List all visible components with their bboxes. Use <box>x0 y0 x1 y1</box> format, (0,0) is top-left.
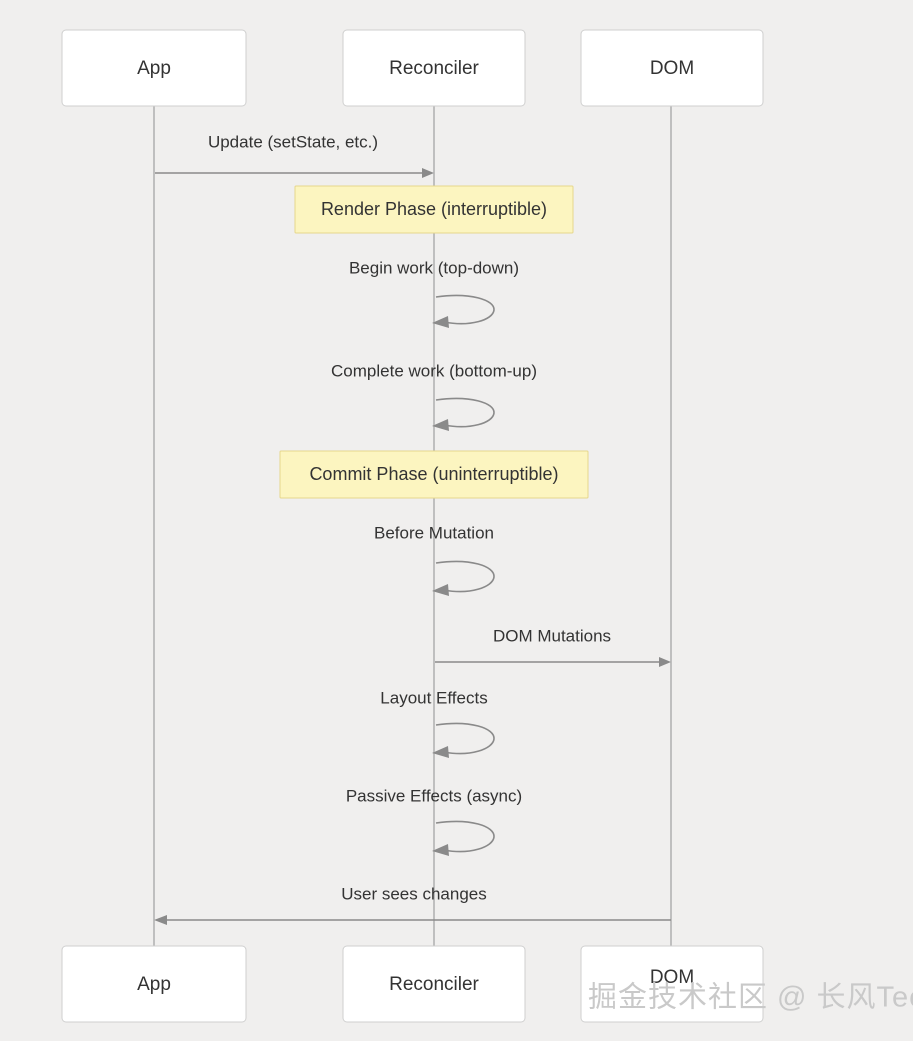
notes-group: Render Phase (interruptible) Commit Phas… <box>279 185 589 499</box>
actor-top-app-label: App <box>137 58 171 79</box>
arrowhead-left-icon <box>432 844 449 856</box>
actor-top-reconciler-label: Reconciler <box>389 58 479 79</box>
message-label-passive-effects: Passive Effects (async) <box>346 786 522 805</box>
message-loop-complete-work <box>435 397 495 428</box>
actor-bottom-reconciler[interactable]: Reconciler <box>342 945 526 1023</box>
arrowhead-left-icon <box>432 584 449 596</box>
message-before-mutation[interactable]: Before Mutation <box>374 523 495 596</box>
message-label-layout-effects: Layout Effects <box>380 688 487 707</box>
actor-bottom-dom-box <box>580 945 764 1023</box>
actor-bottom-reconciler-box <box>342 945 526 1023</box>
messages-group: Update (setState, etc.) Begin work (top-… <box>154 132 671 925</box>
actor-top-app-box <box>61 29 247 107</box>
message-label-before-mutation: Before Mutation <box>374 523 494 542</box>
arrowhead-left-icon <box>432 746 449 758</box>
arrowhead-left-icon <box>432 316 449 328</box>
actor-top-dom-label: DOM <box>650 58 694 79</box>
actor-bottom-app-label: App <box>137 974 171 995</box>
actors-top-group: App Reconciler DOM <box>61 29 764 107</box>
message-label-dom-mutations: DOM Mutations <box>493 626 611 645</box>
actor-top-reconciler-box <box>342 29 526 107</box>
arrowhead-left-icon <box>432 419 449 431</box>
note-render-phase-label: Render Phase (interruptible) <box>321 199 547 219</box>
message-loop-layout-effects <box>435 722 495 755</box>
message-loop-before-mutation <box>435 560 495 593</box>
message-label-complete-work: Complete work (bottom-up) <box>331 361 537 380</box>
arrowhead-left-icon <box>154 915 167 925</box>
actor-top-dom-box <box>580 29 764 107</box>
message-dom-mutations[interactable]: DOM Mutations <box>435 626 671 667</box>
message-passive-effects[interactable]: Passive Effects (async) <box>346 786 522 856</box>
actors-bottom-group: App Reconciler DOM <box>61 945 764 1023</box>
actor-bottom-app-box <box>61 945 247 1023</box>
note-render-phase-box <box>294 185 574 234</box>
watermark-label: 掘金技术社区 @ 长风Tech <box>588 981 913 1014</box>
actor-bottom-dom[interactable]: DOM <box>580 945 764 1023</box>
message-loop-begin-work <box>435 294 495 325</box>
message-user-sees-changes[interactable]: User sees changes <box>154 884 671 925</box>
message-complete-work[interactable]: Complete work (bottom-up) <box>331 361 537 431</box>
lifelines-group <box>153 106 672 946</box>
note-commit-phase-box <box>279 450 589 499</box>
note-commit-phase[interactable]: Commit Phase (uninterruptible) <box>279 450 589 499</box>
arrowhead-right-icon <box>659 657 671 667</box>
message-layout-effects[interactable]: Layout Effects <box>380 688 495 758</box>
message-label-update: Update (setState, etc.) <box>208 132 378 151</box>
actor-top-app[interactable]: App <box>61 29 247 107</box>
message-loop-passive-effects <box>435 820 495 853</box>
actor-top-reconciler[interactable]: Reconciler <box>342 29 526 107</box>
actor-bottom-dom-label: DOM <box>650 967 694 988</box>
actor-bottom-app[interactable]: App <box>61 945 247 1023</box>
message-label-begin-work: Begin work (top-down) <box>349 258 519 277</box>
arrowhead-right-icon <box>422 168 434 178</box>
actor-top-dom[interactable]: DOM <box>580 29 764 107</box>
note-commit-phase-label: Commit Phase (uninterruptible) <box>309 464 558 484</box>
message-update[interactable]: Update (setState, etc.) <box>155 132 434 178</box>
actor-bottom-reconciler-label: Reconciler <box>389 974 479 995</box>
message-label-user-sees-changes: User sees changes <box>341 884 487 903</box>
note-render-phase[interactable]: Render Phase (interruptible) <box>294 185 574 234</box>
message-begin-work[interactable]: Begin work (top-down) <box>349 258 519 328</box>
